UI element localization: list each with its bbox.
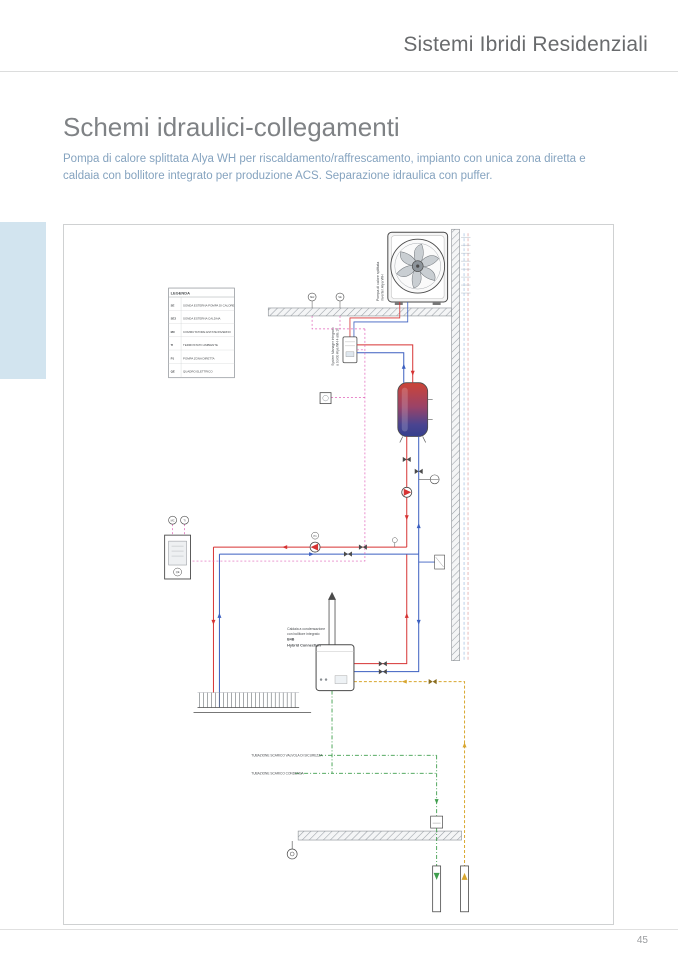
fan-icon: [390, 238, 446, 294]
valve-icon: [414, 468, 423, 474]
legend-label: TERMOSTATO AMBIENTE: [183, 343, 218, 347]
legend-label: POMPA ZONA DIRETTA: [183, 356, 215, 360]
valve-icon: [378, 669, 387, 675]
legend-label: SONDA ESTERNA CALDAIA: [183, 317, 220, 321]
buffer-tank: [397, 382, 433, 443]
condensate-pipes: [295, 690, 438, 866]
badge-ti: TI: [183, 518, 186, 522]
legend-code: SE: [171, 303, 175, 307]
legend-code: SE2: [171, 317, 177, 321]
page-number: 45: [636, 935, 648, 946]
legend-code: QE: [171, 370, 175, 374]
external-sensors: SE SE2: [307, 292, 345, 308]
wall-horizontal: [267, 307, 452, 317]
floor-drain-icon: [286, 848, 298, 860]
discharge-safety-label: TUBAZIONE SCARICO VALVOLA DI SICUREZZA: [251, 753, 323, 757]
drain-fittings: [286, 815, 469, 913]
legend-label: SONDA ESTERNA POMPA DI CALORE: [183, 303, 234, 307]
flue-arrow-icon: [328, 591, 337, 600]
valve-icon: [402, 456, 411, 463]
hydraulic-diagram: Pompa di calore splittata inverter Alya …: [63, 224, 614, 925]
boiler-model-label: B4B: [287, 637, 295, 641]
footer-rule: [0, 929, 678, 930]
unit-foot: [432, 301, 441, 305]
header-title: Sistemi Ibridi Residenziali: [403, 33, 648, 56]
legend-code: TI: [171, 343, 174, 347]
legend-code: P1: [171, 356, 175, 360]
gas-valve-icon: [428, 679, 437, 685]
supply-pipes: [212, 344, 414, 693]
gauge-icon: [392, 537, 398, 543]
legend-label: QUADRO ELETTRICO: [183, 370, 213, 374]
flow-arrows: [211, 363, 468, 880]
legend-title: LEGENDA: [171, 291, 191, 296]
heating-emitter: [193, 692, 312, 713]
header-rule: [0, 71, 678, 72]
boiler: Caldaia a condensazione con bollitore in…: [287, 591, 355, 692]
valve-icon: [343, 551, 352, 557]
system-manager-label: a bordo Alya WH 4 alla 16: [336, 328, 340, 366]
building-walls: [267, 228, 462, 841]
legend-row: SE SONDA ESTERNA POMPA DI CALORE SE2 SON…: [171, 303, 235, 373]
wall-vertical: [451, 228, 460, 661]
outdoor-unit-label: Pompa di calore splittata: [376, 262, 380, 301]
electrical-panel: QE MC TI: [164, 515, 191, 580]
outdoor-unit-label: inverter Alya WH: [380, 274, 384, 301]
description-text: Pompa di calore splittata Alya WH per ri…: [63, 153, 586, 182]
return-pipes: [218, 352, 420, 708]
valve-icon: [358, 544, 367, 550]
hydraulic-diagram-svg: Pompa di calore splittata inverter Alya …: [164, 228, 471, 913]
badge-mc: MC: [171, 518, 175, 522]
legend-code: MC: [171, 330, 175, 334]
boiler-label: Caldaia a condensazione: [287, 627, 325, 631]
external-service-lines: [461, 233, 471, 661]
hybrid-connection-label: Hybrid Connection: [287, 644, 321, 648]
floor-slab: [297, 830, 462, 841]
page-title: Schemi idraulici-collegamenti: [63, 112, 400, 142]
system-manager: System Manager integrato a bordo Alya WH…: [331, 327, 358, 366]
legend-box: LEGENDA SE SONDA ESTERNA POMPA DI CALORE…: [168, 287, 235, 379]
system-manager-label: System Manager integrato: [331, 327, 335, 365]
side-tab-marker: [0, 222, 46, 379]
refrigerant-lines: [349, 301, 409, 337]
badge-p1: P1: [314, 534, 318, 538]
unit-foot: [394, 301, 403, 305]
gas-riser-pipe: [460, 865, 469, 913]
sensor-badge-se2: SE2: [310, 296, 315, 299]
valve-icon: [378, 661, 387, 667]
drain-pipe: [432, 865, 442, 913]
valves-and-pumps: P1: [309, 456, 445, 685]
siphon-icon: [430, 815, 443, 829]
gas-pipe: [353, 681, 466, 866]
electrical-lines: [172, 315, 366, 562]
badge-qe: QE: [176, 570, 180, 574]
sensor-badge-se: SE: [338, 295, 342, 299]
legend-label: COMMUTATORE ESTATE/INVERNO: [183, 330, 232, 334]
heat-pump-outdoor-unit: Pompa di calore splittata inverter Alya …: [376, 231, 449, 305]
discharge-condensate-label: TUBAZIONE SCARICO CONDENSA: [251, 771, 304, 775]
room-thermostat: [319, 392, 332, 405]
boiler-label: con bollitore integrato: [287, 632, 319, 636]
boiler-display: [334, 675, 348, 684]
